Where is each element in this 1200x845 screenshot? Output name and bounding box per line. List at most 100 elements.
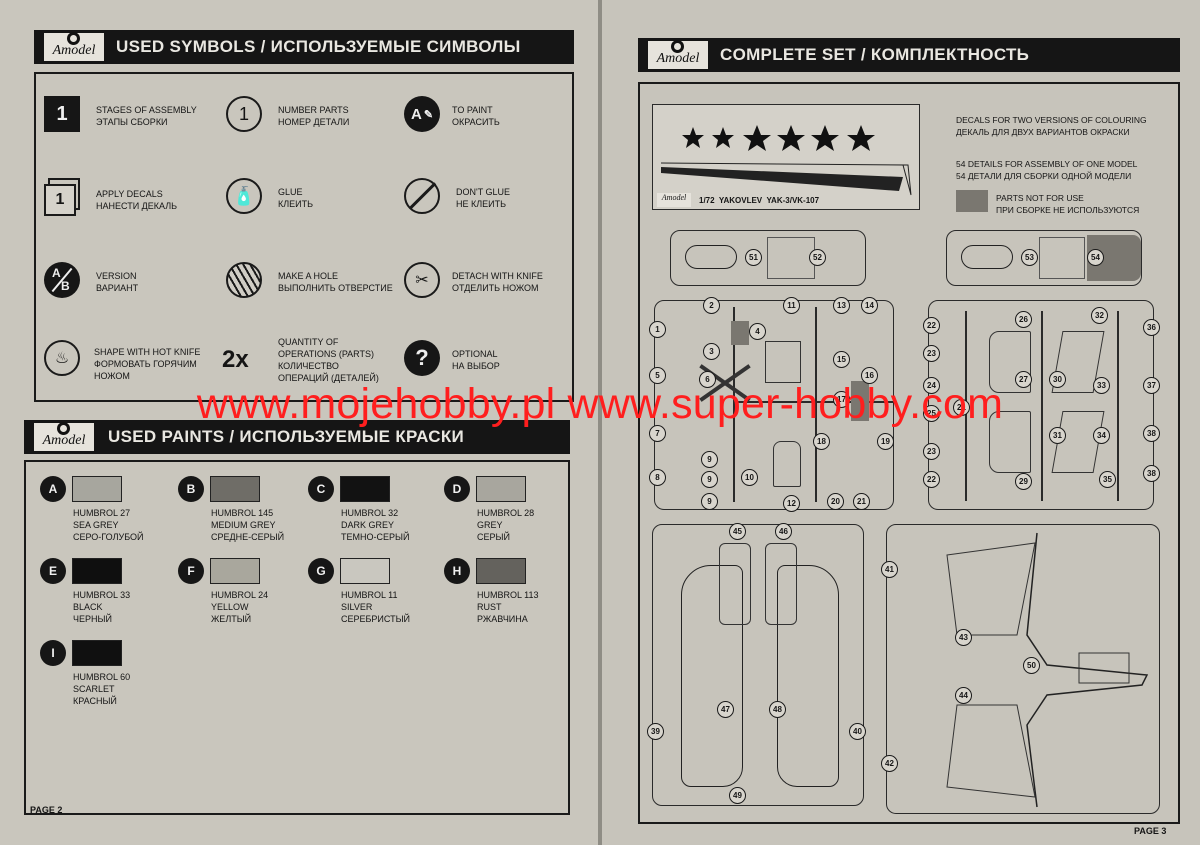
sprue-bar bbox=[1041, 311, 1043, 501]
reel-icon bbox=[671, 40, 684, 53]
left-page: Amodel USED SYMBOLS / ИСПОЛЬЗУЕМЫЕ СИМВО… bbox=[0, 0, 598, 845]
symbol-label-ru: НА ВЫБОР bbox=[452, 361, 500, 371]
part-number: 22 bbox=[923, 471, 940, 488]
version-a: A bbox=[52, 266, 61, 280]
symbol-label-ru: ФОРМОВАТЬ ГОРЯЧИМ bbox=[94, 359, 197, 369]
part-number: 2 bbox=[703, 297, 720, 314]
part-number: 21 bbox=[853, 493, 870, 510]
paint-badge: E bbox=[40, 558, 66, 584]
part-number: 21 bbox=[953, 399, 970, 416]
canopy-part bbox=[685, 245, 737, 269]
paint-swatch bbox=[476, 476, 526, 502]
star-decal bbox=[682, 127, 704, 148]
paint-name: DARK GREY bbox=[341, 520, 395, 530]
sprue-bar bbox=[733, 401, 893, 403]
part-number: 39 bbox=[647, 723, 664, 740]
paint-name-ru: РЖАВЧИНА bbox=[477, 614, 528, 624]
fuselage-sprue: 45 46 39 40 47 48 49 bbox=[647, 523, 866, 806]
decal-sheet: Amodel 1/72 YAKOVLEV YAK-3/VK-107 bbox=[652, 104, 920, 210]
star-decal bbox=[712, 127, 734, 148]
paint-badge: C bbox=[308, 476, 334, 502]
part-number: 38 bbox=[1143, 425, 1160, 442]
reel-icon bbox=[57, 422, 70, 435]
part-number: 10 bbox=[741, 469, 758, 486]
part-number: 37 bbox=[1143, 377, 1160, 394]
amodel-logo: Amodel bbox=[34, 422, 94, 451]
part-number: 23 bbox=[923, 345, 940, 362]
stripe-outline bbox=[660, 162, 912, 196]
part-number: 34 bbox=[1093, 427, 1110, 444]
brand-text: Amodel bbox=[52, 43, 96, 58]
part-number: 27 bbox=[1015, 371, 1032, 388]
canopy-sprue-left: 51 52 bbox=[670, 230, 866, 286]
paint-code: HUMBROL 145 bbox=[211, 508, 274, 518]
paint-code: HUMBROL 33 bbox=[73, 590, 131, 600]
decal-art bbox=[660, 125, 912, 196]
part-number: 44 bbox=[955, 687, 972, 704]
paint-swatch bbox=[340, 558, 390, 584]
part-number: 54 bbox=[1087, 249, 1104, 266]
paint-code: HUMBROL 60 bbox=[73, 672, 131, 682]
sprue-bar bbox=[1117, 311, 1119, 501]
paints-title: USED PAINTS / ИСПОЛЬЗУЕМЫЕ КРАСКИ bbox=[108, 427, 465, 446]
star-decal bbox=[847, 125, 875, 151]
paint-name-ru: СЕРЕБРИСТЫЙ bbox=[341, 614, 411, 624]
part-number: 49 bbox=[729, 787, 746, 804]
stripe-decal bbox=[661, 167, 903, 191]
decals-info-ru: ДЕКАЛЬ ДЛЯ ДВУХ ВАРИАНТОВ ОКРАСКИ bbox=[956, 127, 1130, 137]
part-number: 33 bbox=[1093, 377, 1110, 394]
complete-set-header: Amodel COMPLETE SET / КОМПЛЕКТНОСТЬ bbox=[638, 38, 1180, 72]
number-circle-icon: 1 bbox=[226, 96, 262, 132]
watermark-text: www.mojehobby.pl www.super-hobby.com bbox=[196, 380, 1004, 428]
part-number: 24 bbox=[923, 377, 940, 394]
unused-part bbox=[731, 321, 749, 345]
part-number: 23 bbox=[923, 443, 940, 460]
sprue-bar bbox=[815, 307, 817, 502]
part-number: 53 bbox=[1021, 249, 1038, 266]
part-number: 45 bbox=[729, 523, 746, 540]
brand-text: Amodel bbox=[656, 51, 700, 66]
symbol-label: APPLY DECALS bbox=[96, 189, 163, 199]
part-number: 35 bbox=[1099, 471, 1116, 488]
small-parts-sprue-left: 1 2 3 4 5 6 7 8 9 9 9 10 11 12 13 14 15 … bbox=[649, 297, 894, 512]
paint-swatch bbox=[210, 476, 260, 502]
part-number: 12 bbox=[783, 495, 800, 512]
decal-brand: Amodel bbox=[657, 193, 691, 207]
part-number: 5 bbox=[649, 367, 666, 384]
paint-name-ru: ТЕМНО-СЕРЫЙ bbox=[341, 532, 410, 542]
part-number: 43 bbox=[955, 629, 972, 646]
paint-swatch bbox=[72, 476, 122, 502]
cockpit-part bbox=[765, 341, 801, 383]
part-number: 20 bbox=[827, 493, 844, 510]
part-number: 41 bbox=[881, 561, 898, 578]
symbol-label: VERSION bbox=[96, 271, 137, 281]
paint-swatch bbox=[72, 558, 122, 584]
paint-code: HUMBROL 11 bbox=[341, 590, 398, 600]
paint-name-ru: ЖЕЛТЫЙ bbox=[211, 614, 252, 624]
decal-icon: 1 bbox=[44, 184, 76, 216]
brush-glyph: ✎ bbox=[423, 108, 434, 121]
page-number: PAGE 2 bbox=[30, 805, 63, 815]
legend-swatch bbox=[956, 190, 988, 212]
seat-part bbox=[773, 441, 801, 487]
wheel-well-part bbox=[989, 331, 1031, 393]
star-decal bbox=[811, 125, 839, 151]
paint-badge: I bbox=[40, 640, 66, 666]
wing-sprue: 41 42 43 44 50 bbox=[881, 524, 1160, 814]
part-number: 8 bbox=[649, 469, 666, 486]
part-number: 30 bbox=[1049, 371, 1066, 388]
paint-name-ru: КРАСНЫЙ bbox=[73, 696, 117, 706]
paint-name-ru: СЕРО-ГОЛУБОЙ bbox=[73, 532, 144, 542]
symbol-label: GLUE bbox=[278, 187, 303, 197]
brand-text: Amodel bbox=[42, 433, 86, 448]
legend-ru: ПРИ СБОРКЕ НЕ ИСПОЛЬЗУЮТСЯ bbox=[996, 205, 1140, 215]
part-number: 18 bbox=[813, 433, 830, 450]
part-number: 17 bbox=[833, 391, 850, 408]
symbol-label: QUANTITY OF bbox=[278, 337, 339, 347]
right-page: Amodel COMPLETE SET / КОМПЛЕКТНОСТЬ Amod… bbox=[602, 0, 1200, 845]
symbol-label-2: OPERATIONS (PARTS) bbox=[278, 349, 375, 359]
small-parts-sprue-right: 22 23 24 25 23 22 26 27 29 30 31 32 33 3… bbox=[923, 300, 1160, 510]
part-number: 22 bbox=[923, 317, 940, 334]
paint-letter: A bbox=[410, 105, 422, 123]
part-number: 26 bbox=[1015, 311, 1032, 328]
